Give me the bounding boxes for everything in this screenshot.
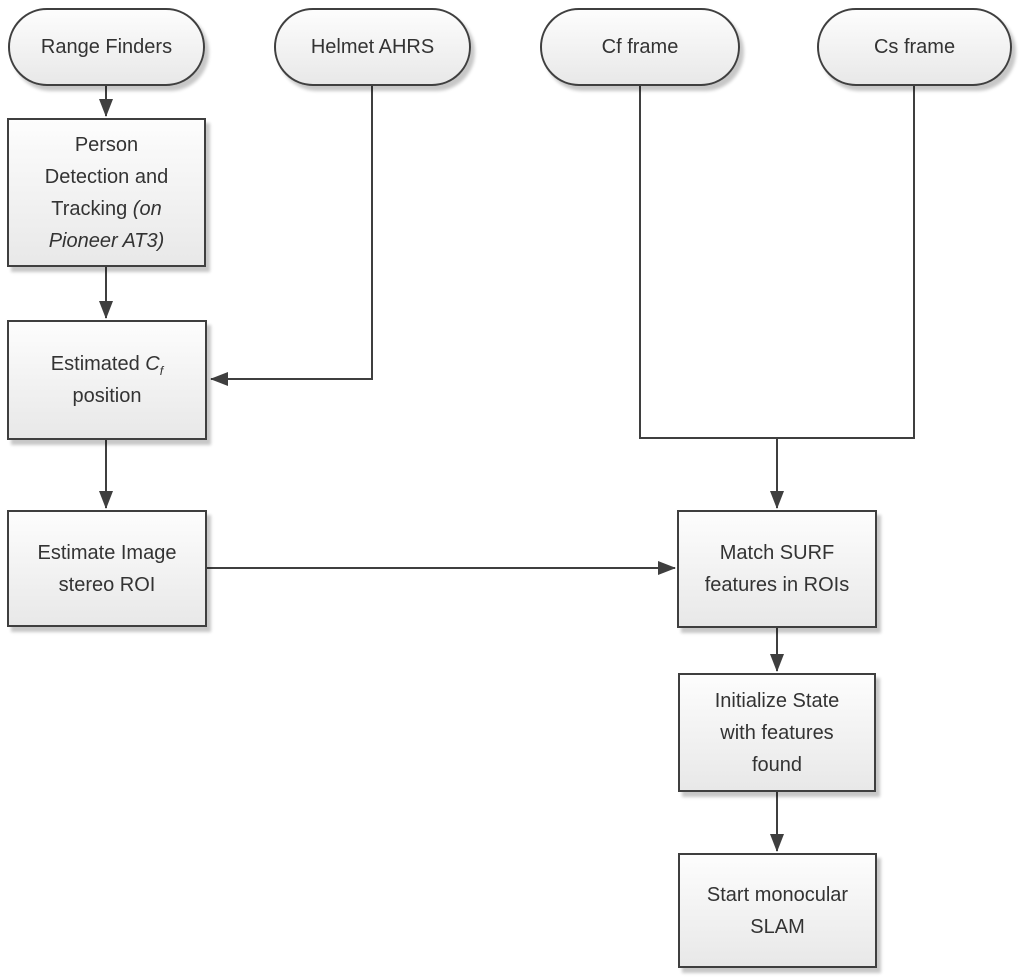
process-label-line: SLAM — [750, 915, 805, 938]
process-label-line: stereo ROI — [58, 573, 156, 596]
arrow-helmet-ahrs-to-estimated-cf — [210, 86, 373, 386]
process-start-monocular-slam: Start monocular SLAM — [678, 853, 877, 968]
process-label-line: Pioneer AT3) — [48, 229, 165, 252]
process-initialize-state: Initialize State with features found — [678, 673, 876, 792]
process-person-detection: Person Detection and Tracking (on Pionee… — [7, 118, 206, 267]
process-label-line: Tracking (on — [51, 197, 162, 220]
terminal-label: Helmet AHRS — [310, 36, 435, 58]
process-label-line: features in ROIs — [704, 574, 850, 596]
process-label-line: Estimated Cf — [50, 353, 164, 378]
cf-subscript: f — [159, 364, 164, 378]
process-estimate-stereo-roi: Estimate Image stereo ROI — [7, 510, 207, 627]
process-label-line: Estimate Image — [37, 541, 177, 564]
process-label-line: with features — [720, 721, 834, 744]
process-label-line: Person — [74, 133, 139, 156]
terminal-label: Cs frame — [873, 36, 956, 58]
process-label-line: Detection and — [44, 165, 169, 188]
terminal-cs-frame: Cs frame — [817, 8, 1012, 86]
process-label-line: Initialize State — [714, 689, 840, 712]
terminal-label: Cf frame — [601, 36, 679, 58]
process-label-line: Start monocular — [706, 883, 849, 906]
terminal-range-finders: Range Finders — [8, 8, 205, 86]
junction-cf-cs-frames — [639, 86, 915, 439]
process-label-line: position — [72, 385, 142, 407]
process-label-line: found — [751, 753, 803, 776]
process-match-surf-features: Match SURF features in ROIs — [677, 510, 877, 628]
terminal-label: Range Finders — [40, 36, 173, 58]
cf-symbol: C — [145, 353, 160, 375]
terminal-cf-frame: Cf frame — [540, 8, 740, 86]
process-label-line: Match SURF — [719, 542, 835, 564]
terminal-helmet-ahrs: Helmet AHRS — [274, 8, 471, 86]
process-estimated-cf-position: Estimated Cf position — [7, 320, 207, 440]
